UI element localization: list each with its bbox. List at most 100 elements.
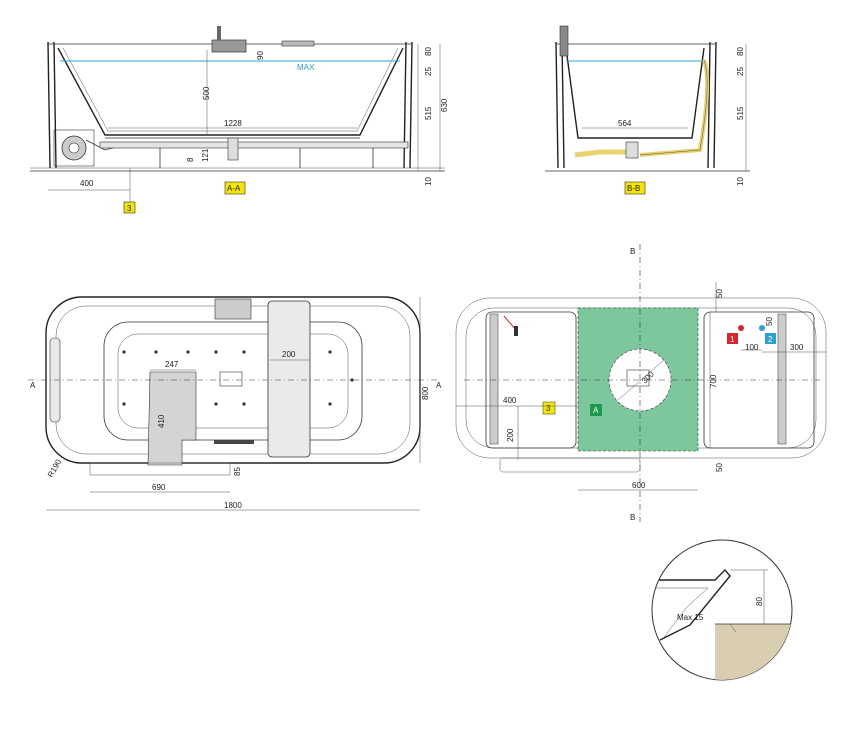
dim-400-install: 400: [503, 396, 517, 405]
drain-square: [219, 371, 243, 387]
dim-121: 121: [201, 148, 210, 162]
dim-bb-80: 80: [736, 47, 745, 56]
rim-profile: [655, 568, 731, 641]
dim-bb-515: 515: [736, 106, 745, 120]
valve-stem: [514, 326, 518, 336]
base-frame: [99, 141, 409, 149]
section-a-a: MAX 500 90 1228 121 8 80 25 515 630 10 4…: [30, 26, 449, 214]
tub-shell-bb: [565, 47, 705, 139]
dim-200: 200: [282, 350, 296, 359]
install-view: 300 B B 1 2 A 3 50 50 100 300 700 400 20…: [455, 244, 827, 522]
dim-515: 515: [424, 106, 433, 120]
dim-8: 8: [186, 157, 195, 162]
section-bb-box: [624, 181, 646, 195]
dim-50-bottom: 50: [715, 463, 724, 472]
dim-247: 247: [165, 360, 179, 369]
dim-800: 800: [421, 386, 430, 400]
drain-square-install: [626, 369, 650, 387]
tag-1-box: [727, 333, 738, 344]
section-bb-label: B-B: [627, 184, 640, 193]
overflow-pipe: [639, 59, 710, 157]
tag-3: 3: [127, 204, 132, 213]
detail-dim-80: 80: [755, 597, 764, 606]
dim-80: 80: [424, 47, 433, 56]
dim-bb-25: 25: [736, 67, 745, 76]
dim-1800: 1800: [224, 501, 242, 510]
overflow-pipe-outline: [639, 59, 708, 156]
water-max-label: MAX: [297, 63, 315, 72]
dim-50-b: 50: [765, 317, 774, 326]
section-b-b: 564 80 25 515 10 B-B: [545, 25, 750, 195]
axis-b-bottom: B: [630, 513, 635, 522]
rail-right: [777, 313, 787, 445]
dim-bb-10: 10: [736, 177, 745, 186]
overflow-slot: [214, 440, 254, 444]
wall-right-bb: [707, 41, 717, 169]
dim-630: 630: [440, 98, 449, 112]
drain-bb: [625, 141, 639, 159]
rim-profile-inner: [655, 587, 709, 641]
water-inlet-cold: [759, 325, 765, 331]
tag-3-install-box: [542, 401, 556, 415]
install-outline: [455, 297, 827, 459]
control-panel: [214, 298, 252, 320]
dim-690: 690: [152, 483, 166, 492]
dim-700: 700: [709, 374, 718, 388]
drain-fitting: [227, 137, 239, 161]
water-inlet-hot: [738, 325, 744, 331]
dim-400: 400: [80, 179, 94, 188]
tag-a-box: [590, 404, 602, 416]
dim-r190: R190: [46, 457, 64, 479]
tag-3-box: [123, 201, 136, 214]
tag-3-install: 3: [546, 404, 551, 413]
outer-wall-left: [47, 41, 57, 169]
dim-600: 600: [632, 481, 646, 490]
dim-100: 100: [745, 343, 759, 352]
control-box: [211, 39, 247, 53]
tub-shell-inner: [62, 47, 399, 132]
pump-hub: [68, 142, 80, 154]
plan-view: A A 247 200 410 800 85 690 1800 R190: [28, 296, 442, 511]
control-stem-bb: [559, 25, 569, 57]
detail-view: 80 Max 15: [651, 539, 793, 681]
dim-1228: 1228: [224, 119, 242, 128]
dim-25: 25: [424, 67, 433, 76]
floor-fill: [715, 624, 792, 680]
dim-50-top: 50: [715, 289, 724, 298]
axis-a-left: A: [30, 381, 36, 390]
dim-max15-marker: [729, 623, 737, 633]
outer-wall-right: [403, 41, 413, 169]
section-label-box: [224, 181, 246, 195]
wall-left-bb: [555, 41, 565, 169]
step-panel: [147, 371, 197, 466]
rail-left: [489, 313, 499, 445]
drain-pipe: [574, 149, 630, 158]
dim-300-circle-line: [617, 359, 665, 401]
tag-2-box: [765, 333, 776, 344]
detail-max-label: Max 15: [677, 613, 704, 622]
section-aa-label: A-A: [227, 184, 241, 193]
dim-200-install: 200: [506, 428, 515, 442]
dim-500: 500: [202, 86, 211, 100]
control-stem: [217, 26, 221, 40]
axis-b-top: B: [630, 247, 635, 256]
jet-dots: [122, 350, 354, 406]
dim-90: 90: [256, 51, 265, 60]
pillow-rail: [281, 40, 315, 47]
tag-a: A: [593, 406, 599, 415]
dim-564: 564: [618, 119, 632, 128]
tag-2: 2: [768, 335, 773, 344]
step-base-install: [499, 457, 641, 473]
axis-a-right: A: [436, 381, 442, 390]
tub-shell: [57, 47, 404, 136]
dim-300: 300: [790, 343, 804, 352]
basin-inner: [117, 333, 349, 429]
dim-85: 85: [233, 467, 242, 476]
step-base: [89, 462, 231, 476]
dim-10: 10: [424, 177, 433, 186]
tag-1: 1: [730, 335, 735, 344]
dim-410: 410: [157, 414, 166, 428]
seat-panel: [267, 300, 311, 458]
